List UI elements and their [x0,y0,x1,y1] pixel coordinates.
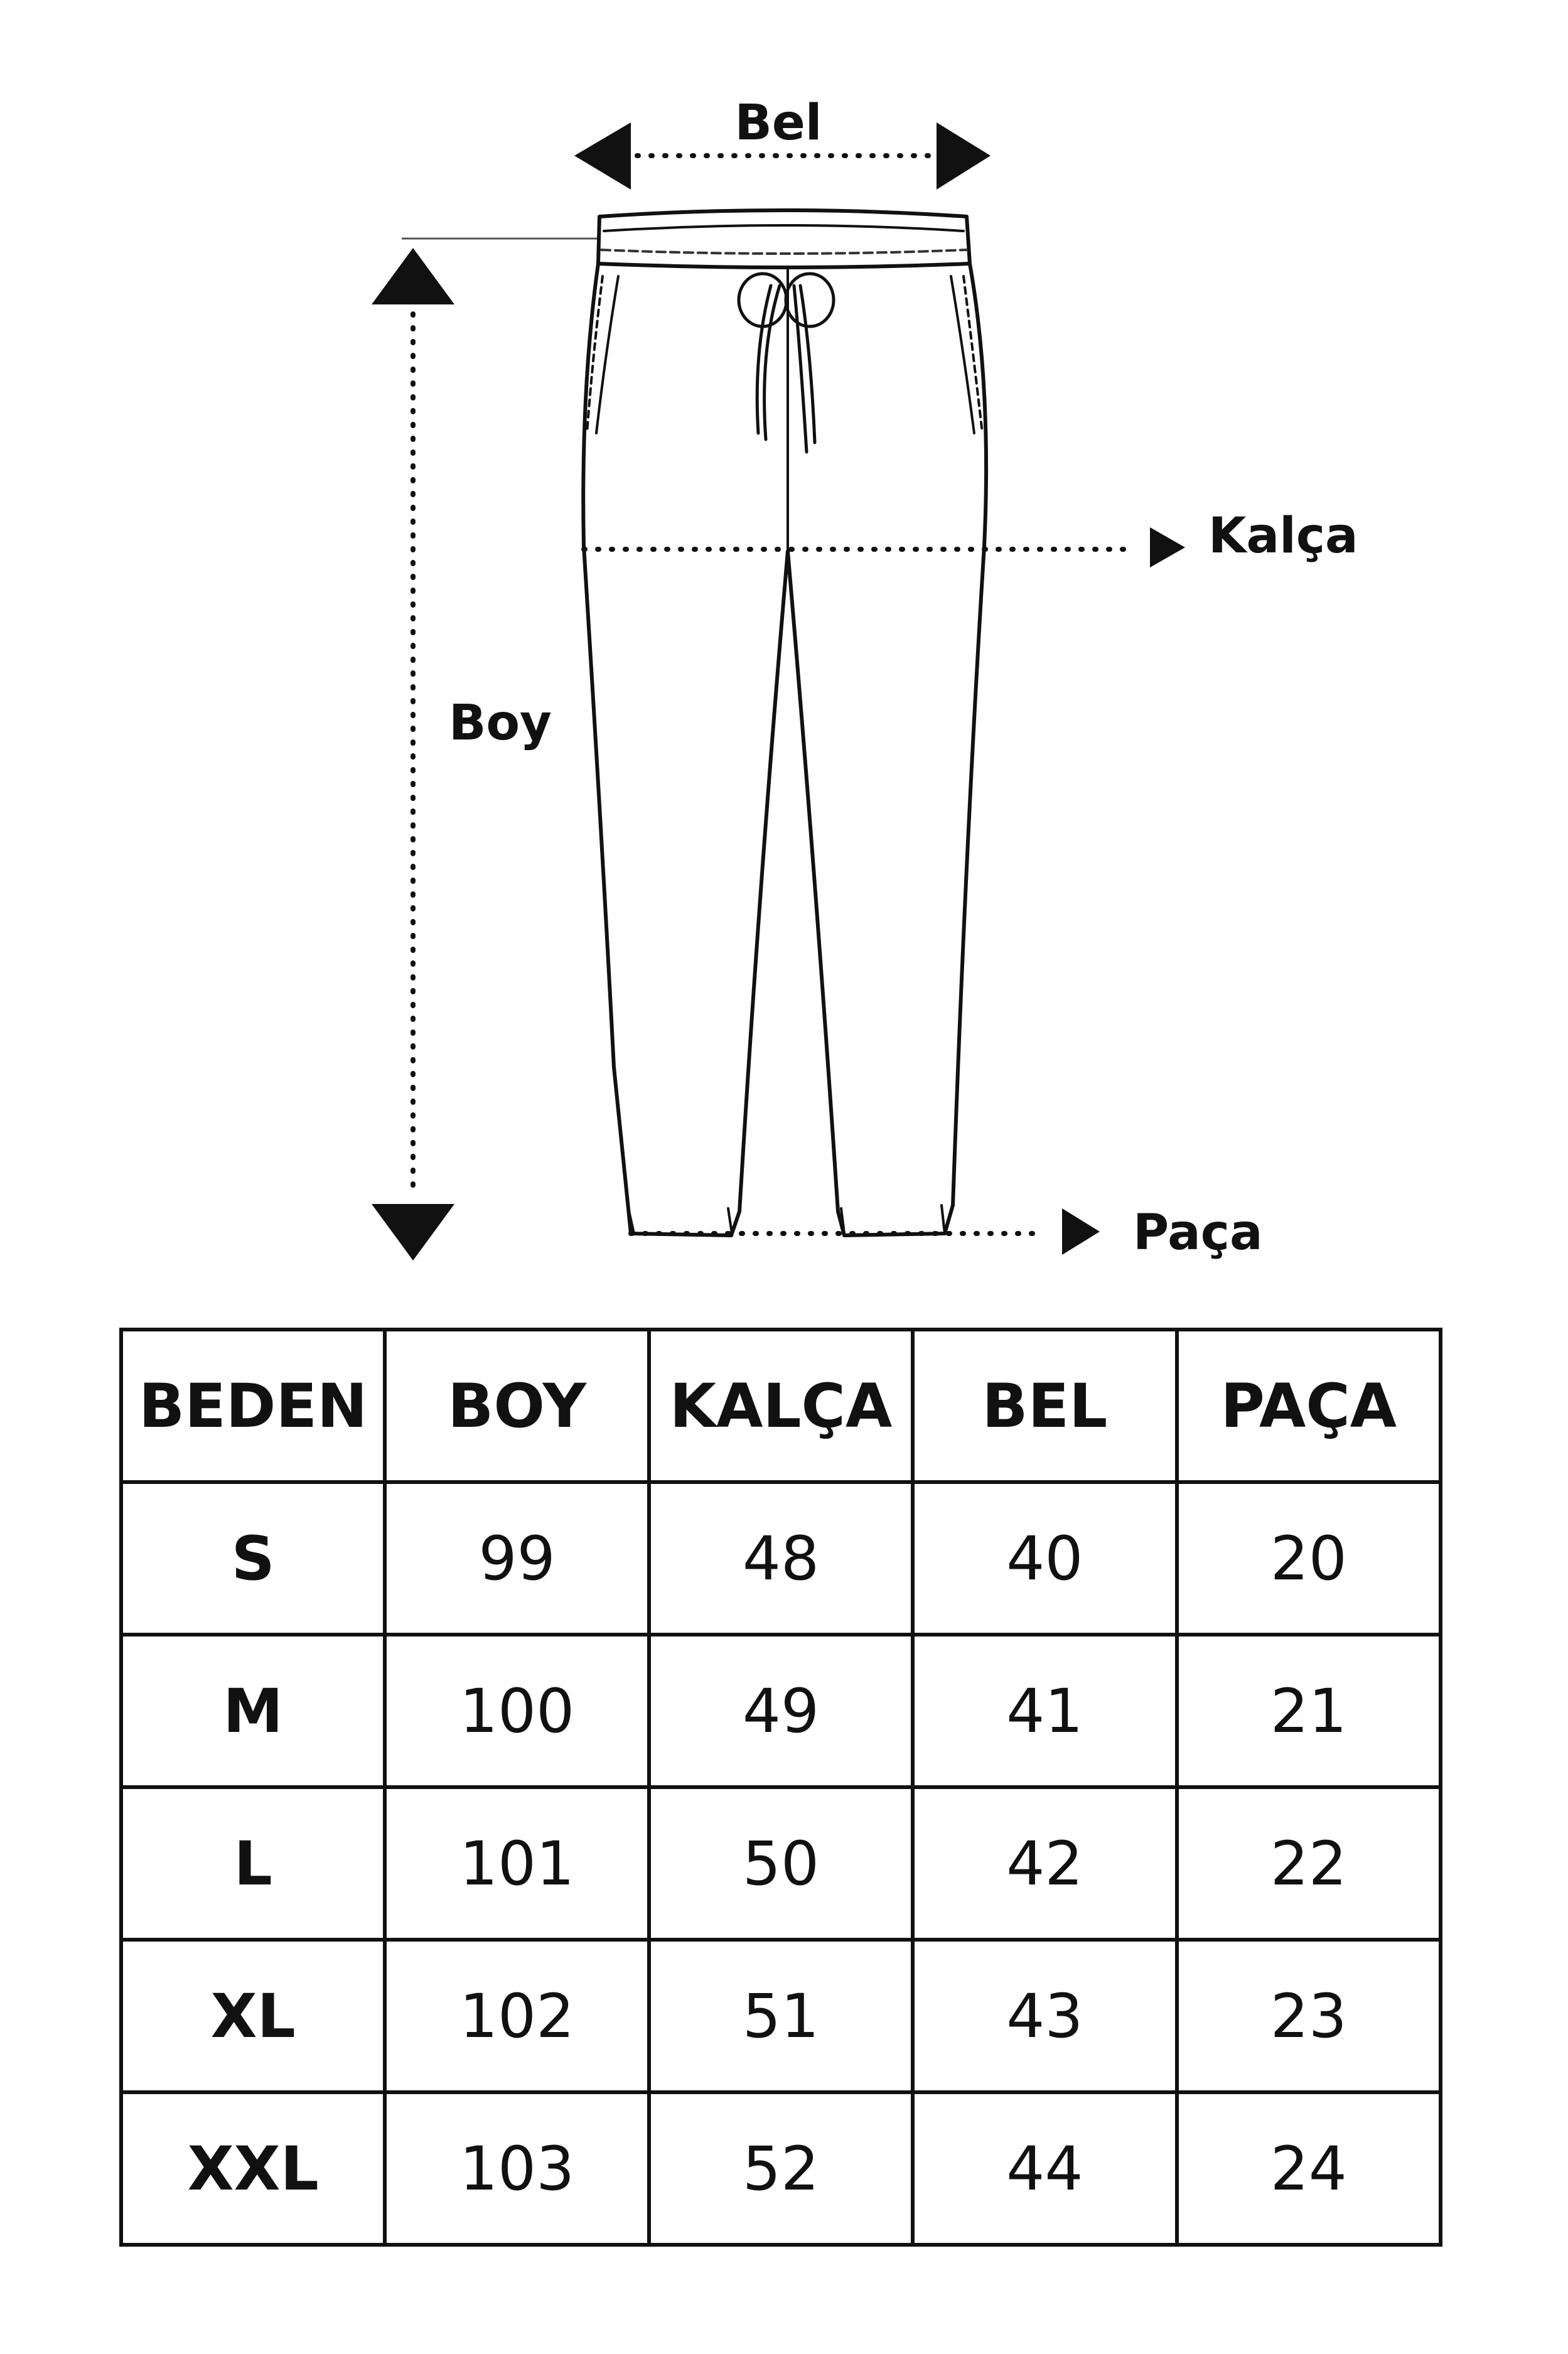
waist-label: Bel [734,95,822,151]
waist-cell: 44 [911,2090,1179,2247]
hip-cell: 52 [647,2090,915,2247]
table-row: S 99 48 40 20 [119,1480,1443,1637]
pants-illustration [581,208,989,1237]
length-arrow-up-icon [372,248,454,304]
header-waist: BEL [911,1328,1179,1484]
pants-outline [581,262,989,1237]
waist-cell: 42 [911,1785,1179,1942]
hem-cell: 20 [1174,1480,1443,1637]
length-cell: 102 [383,1938,651,2094]
waist-cell: 41 [911,1633,1179,1789]
length-cell: 99 [383,1480,651,1637]
header-hem: PAÇA [1174,1328,1443,1484]
size-chart-header: BEDEN BOY KALÇA BEL PAÇA [119,1328,1443,1484]
hip-label: Kalça [1208,508,1358,564]
size-chart-body: S 99 48 40 20 M 100 49 41 21 L 101 50 42… [119,1480,1443,2247]
table-row: XL 102 51 43 23 [119,1938,1443,2094]
waist-measure: Bel [574,95,991,190]
header-length: BOY [383,1328,651,1484]
hem-cell: 21 [1174,1633,1443,1789]
size-chart-table: BEDEN BOY KALÇA BEL PAÇA S 99 48 40 20 M… [119,1328,1443,2247]
header-size: BEDEN [119,1328,387,1484]
waist-arrow-left-icon [574,122,631,190]
length-cell: 100 [383,1633,651,1789]
length-label: Boy [449,695,552,751]
hem-label: Paça [1133,1205,1263,1261]
size-cell: XXL [119,2090,387,2247]
hem-cell: 24 [1174,2090,1443,2247]
hip-cell: 48 [647,1480,915,1637]
hem-arrow-right-icon [1062,1208,1100,1255]
table-row: XXL 103 52 44 24 [119,2090,1443,2247]
pants-measurement-diagram: Bel Boy [372,95,1358,1261]
hip-cell: 51 [647,1938,915,2094]
size-cell: M [119,1633,387,1789]
length-arrow-down-icon [372,1204,454,1260]
size-cell: L [119,1785,387,1942]
waistband [596,208,972,269]
header-hip: KALÇA [647,1328,915,1484]
length-measure: Boy [372,237,599,1260]
hip-cell: 50 [647,1785,915,1942]
hem-cell: 23 [1174,1938,1443,2094]
waist-arrow-right-icon [937,122,991,190]
table-row: L 101 50 42 22 [119,1785,1443,1942]
hip-arrow-right-icon [1150,527,1185,567]
hem-measure: Paça [628,1205,1263,1261]
length-cell: 101 [383,1785,651,1942]
size-cell: XL [119,1938,387,2094]
size-cell: S [119,1480,387,1637]
table-row: M 100 49 41 21 [119,1633,1443,1789]
header-row: BEDEN BOY KALÇA BEL PAÇA [119,1328,1443,1484]
waist-cell: 40 [911,1480,1179,1637]
length-cell: 103 [383,2090,651,2247]
hip-measure: Kalça [581,508,1358,567]
drawstring [737,272,835,454]
hip-cell: 49 [647,1633,915,1789]
waist-cell: 43 [911,1938,1179,2094]
hem-cell: 22 [1174,1785,1443,1942]
